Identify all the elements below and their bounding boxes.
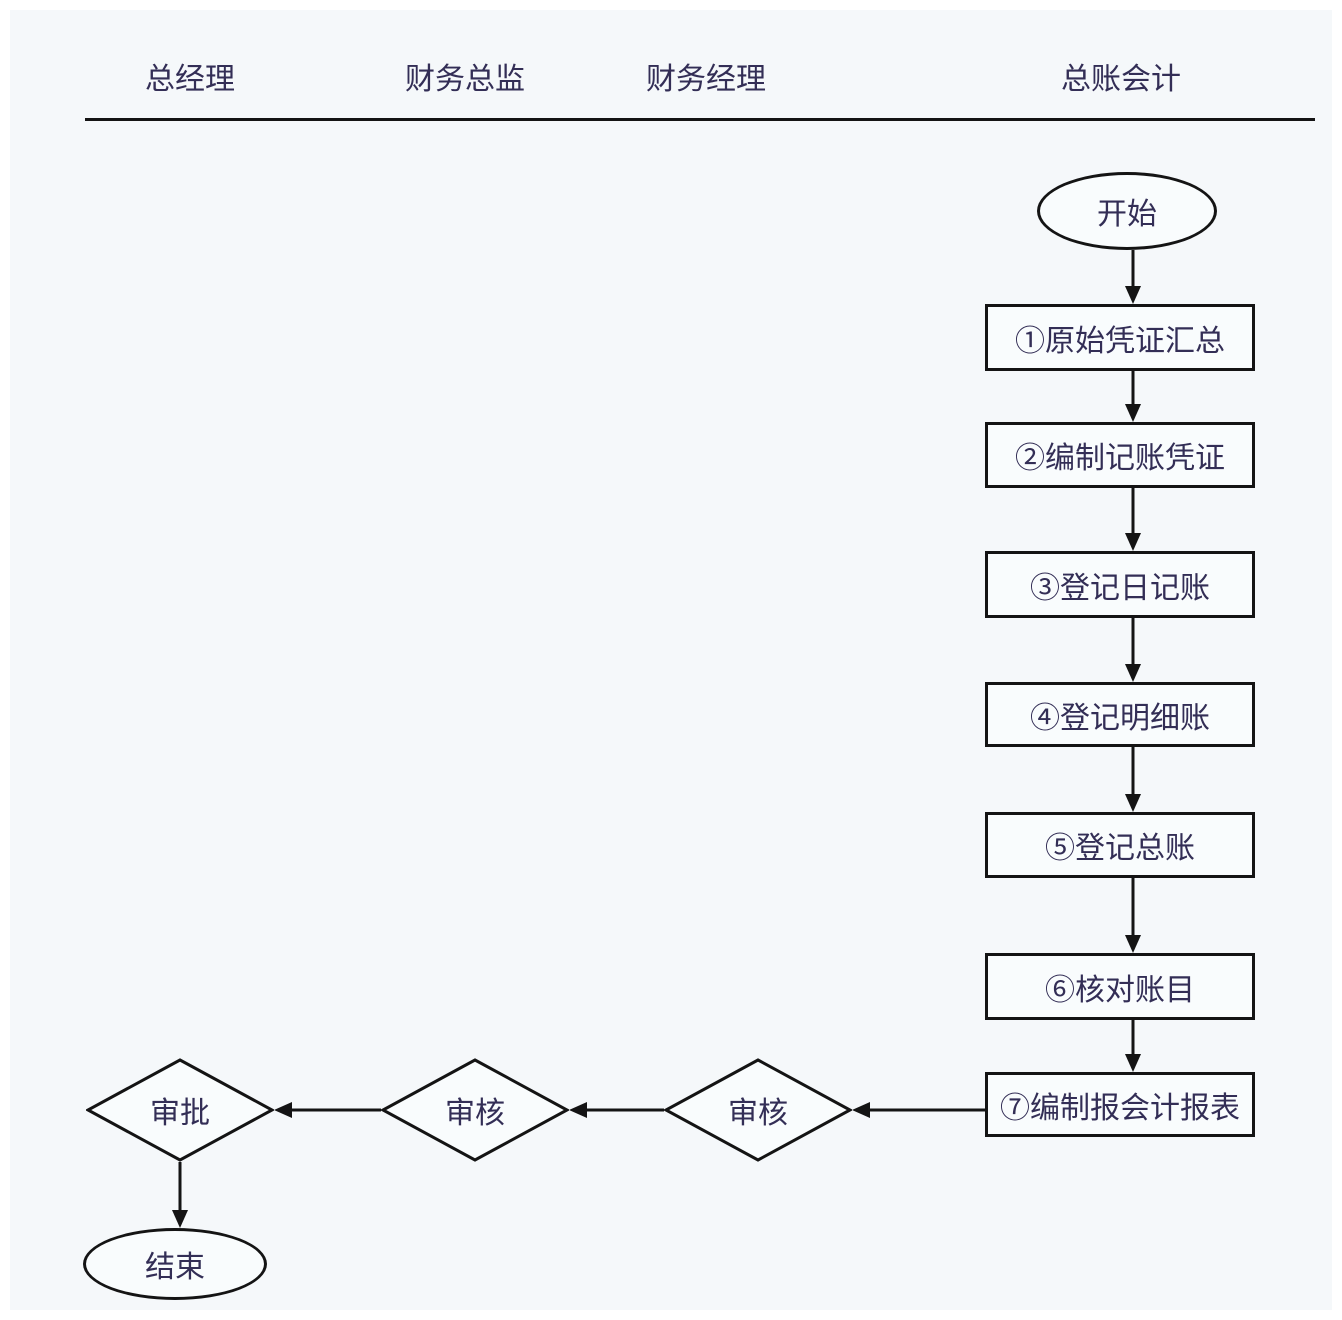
arrowhead-down-icon xyxy=(172,1210,188,1228)
edge-start-step1 xyxy=(1125,250,1141,304)
node-review-finance-manager-label: 审核 xyxy=(728,1097,788,1130)
node-step5: ⑤登记总账 xyxy=(985,812,1255,878)
node-approval-general-manager: 审批 xyxy=(86,1058,274,1162)
edge-step6-step7 xyxy=(1125,1020,1141,1072)
edge-step4-step5 xyxy=(1125,747,1141,812)
node-end: 结束 xyxy=(83,1228,267,1300)
arrowhead-left-icon xyxy=(569,1102,587,1118)
node-step3: ③登记日记账 xyxy=(985,551,1255,618)
node-end-label: 结束 xyxy=(145,1251,205,1284)
node-review-finance-director-label: 审核 xyxy=(445,1097,505,1130)
lane-label-gl-accountant: 总账会计 xyxy=(1061,63,1181,96)
arrowhead-left-icon xyxy=(852,1102,870,1118)
node-review-finance-director: 审核 xyxy=(381,1058,569,1162)
diamond-shape-icon xyxy=(381,1058,569,1162)
edge-review-director-approval xyxy=(274,1102,381,1118)
node-step1: ①原始凭证汇总 xyxy=(985,304,1255,371)
lane-label-general-manager: 总经理 xyxy=(145,63,235,96)
edge-review-manager-review-director xyxy=(569,1102,664,1118)
edge-step2-step3 xyxy=(1125,488,1141,551)
edge-step1-step2 xyxy=(1125,371,1141,422)
node-step3-label: ③登记日记账 xyxy=(1030,571,1210,605)
arrowhead-down-icon xyxy=(1125,286,1141,304)
node-step2: ②编制记账凭证 xyxy=(985,422,1255,488)
node-start-label: 开始 xyxy=(1097,198,1157,231)
node-step1-label: ①原始凭证汇总 xyxy=(1015,324,1225,358)
edge-approval-end xyxy=(172,1162,188,1228)
node-step4-label: ④登记明细账 xyxy=(1030,701,1210,735)
arrowhead-down-icon xyxy=(1125,664,1141,682)
lane-label-finance-manager: 财务经理 xyxy=(646,63,766,96)
lane-label-finance-director: 财务总监 xyxy=(405,63,525,96)
node-step4: ④登记明细账 xyxy=(985,682,1255,747)
edge-step5-step6 xyxy=(1125,878,1141,953)
node-approval-general-manager-label: 审批 xyxy=(150,1097,210,1130)
node-review-finance-manager: 审核 xyxy=(664,1058,852,1162)
arrowhead-down-icon xyxy=(1125,1054,1141,1072)
arrowhead-left-icon xyxy=(274,1102,292,1118)
arrowhead-down-icon xyxy=(1125,794,1141,812)
node-step5-label: ⑤登记总账 xyxy=(1045,832,1195,865)
node-step7-label: ⑦编制报会计报表 xyxy=(1000,1091,1240,1125)
arrowhead-down-icon xyxy=(1125,935,1141,953)
node-step2-label: ②编制记账凭证 xyxy=(1015,442,1225,475)
lane-header-divider xyxy=(85,118,1315,121)
diamond-shape-icon xyxy=(86,1058,274,1162)
arrowhead-down-icon xyxy=(1125,404,1141,422)
node-start: 开始 xyxy=(1037,172,1217,250)
node-step6-label: ⑥核对账目 xyxy=(1045,973,1195,1007)
node-step6: ⑥核对账目 xyxy=(985,953,1255,1020)
node-step7: ⑦编制报会计报表 xyxy=(985,1072,1255,1137)
edge-step7-review-finance-manager xyxy=(852,1102,985,1118)
edge-step3-step4 xyxy=(1125,618,1141,682)
arrowhead-down-icon xyxy=(1125,533,1141,551)
diamond-shape-icon xyxy=(664,1058,852,1162)
